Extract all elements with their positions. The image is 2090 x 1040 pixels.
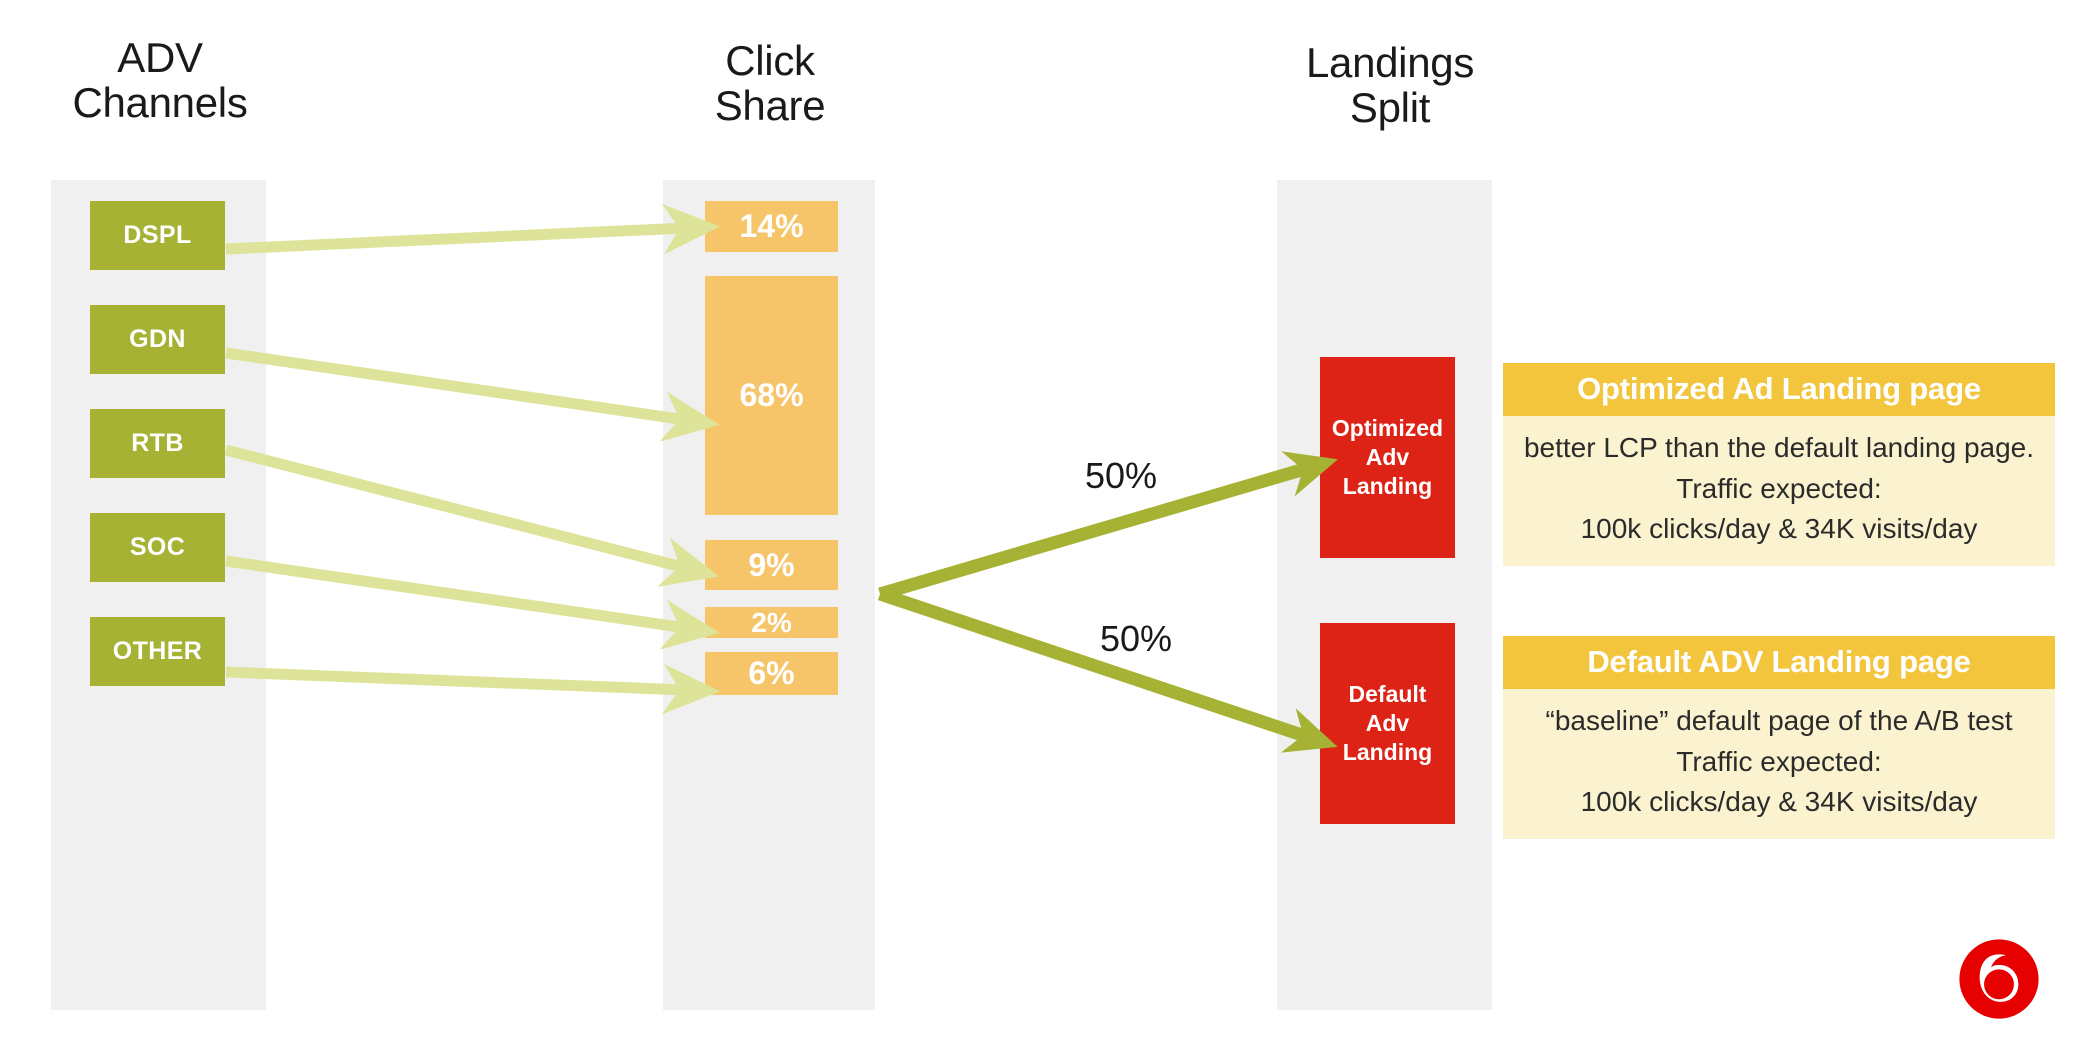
split-label-optimized: 50% — [1085, 455, 1158, 496]
share-bar-68[interactable]: 68% — [705, 276, 838, 515]
column-title-click-share: Click Share — [714, 37, 826, 130]
split-label-default: 50% — [1100, 618, 1173, 659]
flow-arrow-gdn-to-68 — [225, 347, 720, 442]
info-panel-optimized: Optimized Ad Landing page better LCP tha… — [1503, 363, 2055, 566]
lane-landings-split — [1277, 180, 1492, 1010]
share-bar-2[interactable]: 2% — [705, 607, 838, 638]
channel-box-other[interactable]: OTHER — [90, 617, 225, 686]
column-title-adv-channels: ADV Channels — [72, 34, 248, 127]
channel-box-soc[interactable]: SOC — [90, 513, 225, 582]
info-panel-default: Default ADV Landing page “baseline” defa… — [1503, 636, 2055, 839]
info-panel-optimized-body: better LCP than the default landing page… — [1523, 432, 2035, 545]
landing-box-default[interactable]: Default Adv Landing — [1320, 623, 1455, 824]
flow-arrow-rtb-to-9 — [224, 444, 720, 587]
flow-arrow-dspl-to-14 — [225, 203, 721, 255]
column-title-landings-split: Landings Split — [1305, 39, 1475, 132]
share-bar-14[interactable]: 14% — [705, 201, 838, 252]
vodafone-logo — [1959, 939, 2039, 1019]
info-panel-default-body: “baseline” default page of the A/B test … — [1545, 705, 2013, 818]
channel-box-rtb[interactable]: RTB — [90, 409, 225, 478]
channel-box-gdn[interactable]: GDN — [90, 305, 225, 374]
share-bar-6[interactable]: 6% — [705, 652, 838, 695]
info-panel-default-header: Default ADV Landing page — [1503, 636, 2055, 689]
channel-box-dspl[interactable]: DSPL — [90, 201, 225, 270]
info-panel-optimized-header: Optimized Ad Landing page — [1503, 363, 2055, 416]
flow-arrow-split-to-default — [877, 587, 1338, 753]
flow-arrow-other-to-6 — [225, 663, 721, 715]
flow-arrow-soc-to-2 — [225, 555, 720, 650]
landing-box-optimized[interactable]: Optimized Adv Landing — [1320, 357, 1455, 558]
share-bar-9[interactable]: 9% — [705, 540, 838, 590]
